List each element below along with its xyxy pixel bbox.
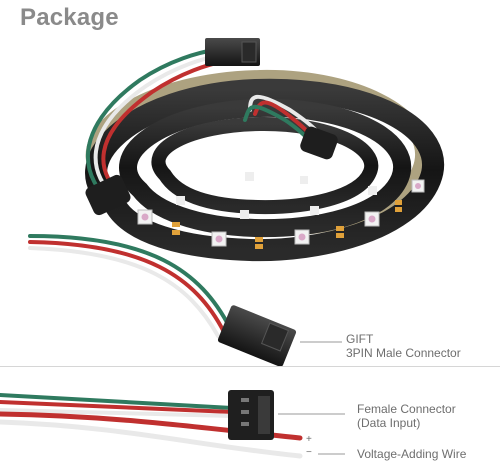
minus-sign: −	[306, 447, 312, 458]
plus-sign: +	[306, 434, 312, 445]
heat-shrink-sleeve	[85, 174, 131, 216]
female-callout: Female Connector (Data Input)	[357, 402, 456, 430]
gift-label: GIFT	[346, 332, 374, 346]
gift-callout: GIFT 3PIN Male Connector	[346, 332, 461, 360]
male-connector-wires	[28, 234, 232, 338]
led-chip	[137, 209, 153, 225]
top-connector	[205, 38, 260, 66]
female-connector-label: Female Connector	[357, 402, 456, 416]
solder-pads	[172, 200, 402, 249]
female-connector	[228, 390, 274, 440]
led-strip-coil	[85, 69, 444, 262]
led-chip	[211, 231, 227, 247]
led-chip	[411, 179, 425, 193]
page-title: Package	[20, 4, 119, 31]
led-chip	[294, 229, 310, 245]
male-connector	[217, 305, 297, 367]
male-connector-label: 3PIN Male Connector	[346, 346, 461, 360]
data-input-label: (Data Input)	[357, 416, 421, 430]
section-divider	[0, 366, 500, 367]
heat-shrink-sleeve	[300, 126, 338, 160]
led-chip	[364, 211, 380, 227]
voltage-wire-label: Voltage-Adding Wire	[357, 447, 467, 461]
led-chips-middle	[176, 172, 377, 219]
female-connector-wires	[0, 393, 303, 459]
